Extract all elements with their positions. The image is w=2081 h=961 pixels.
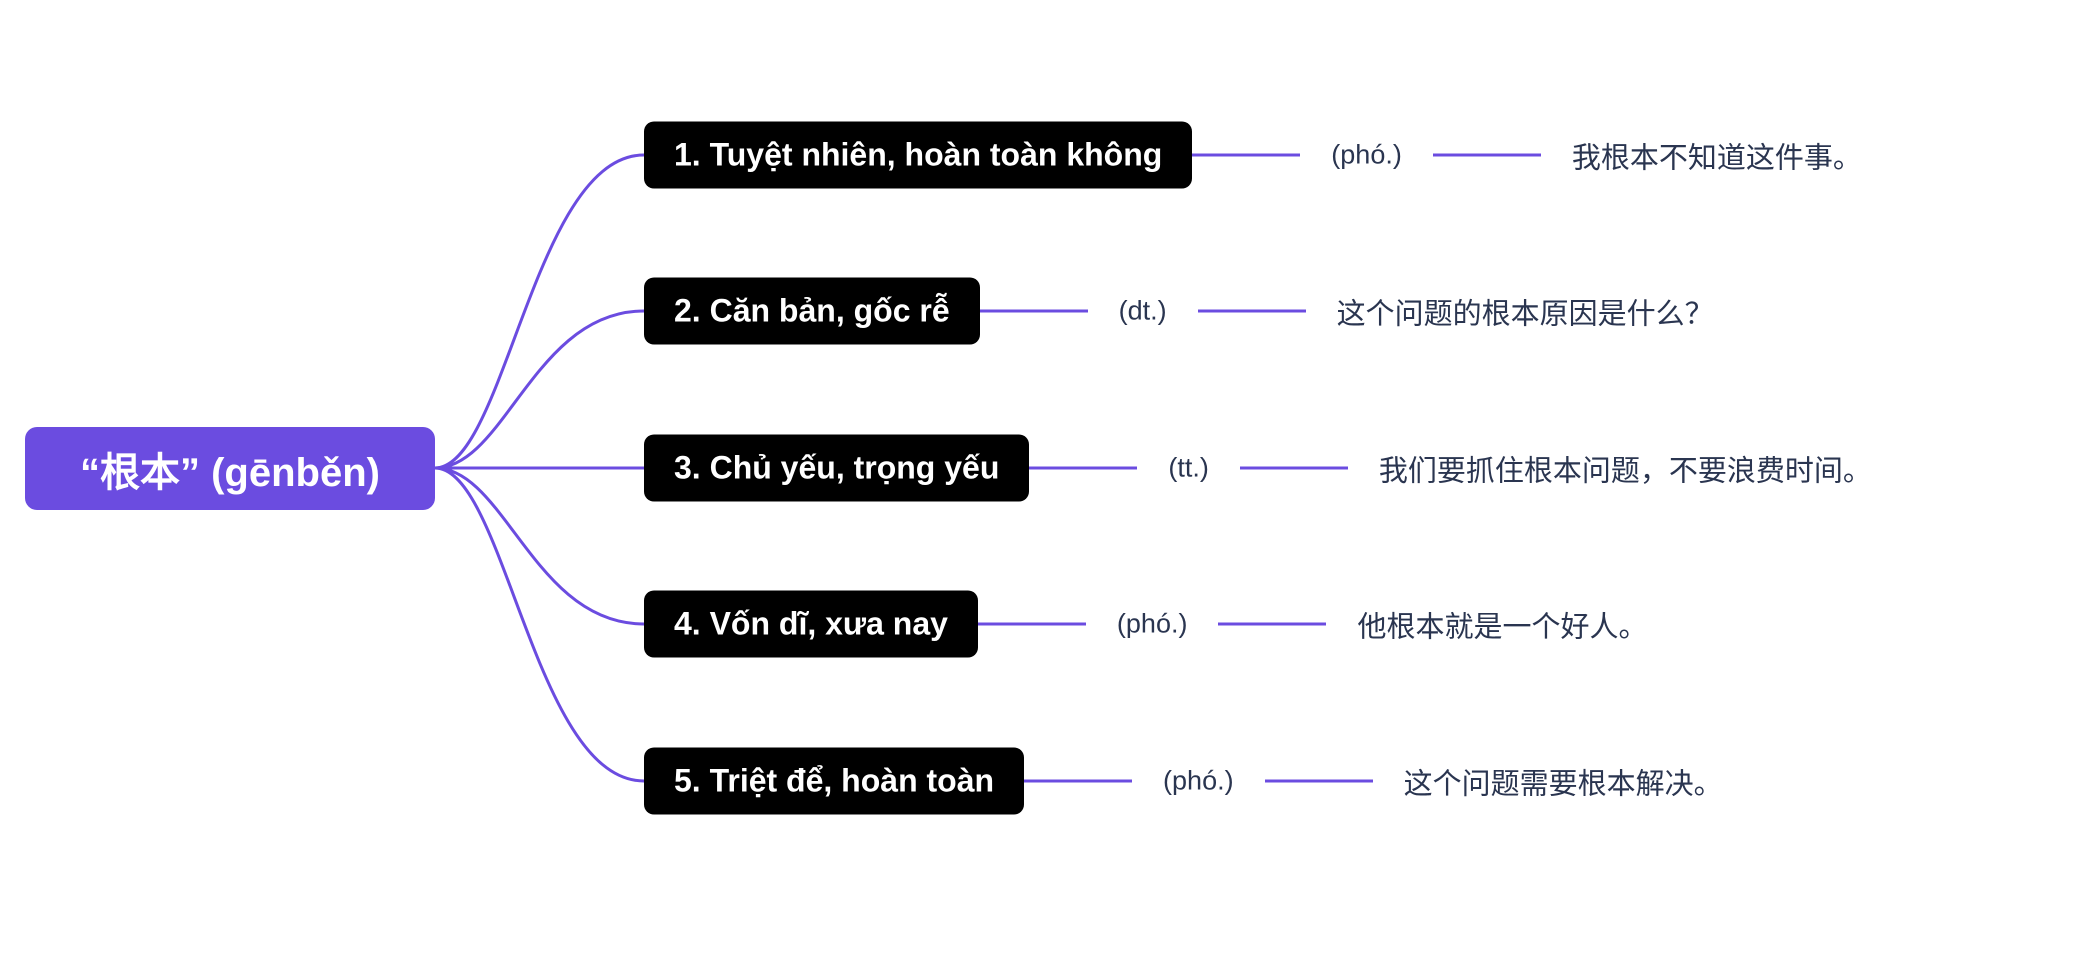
connector [1239,466,1348,470]
part-of-speech: (phó.) [1163,765,1234,796]
connector [1432,153,1541,157]
example-sentence: 我根本不知道这件事。 [1571,142,1862,174]
example-sentence: 我们要抓住根本问题，不要浪费时间。 [1378,455,1872,487]
connector [1029,466,1138,470]
meaning-label: 1. Tuyệt nhiên, hoàn toàn không [674,136,1163,173]
branch-row: 5. Triệt để, hoàn toàn (phó.) 这个问题需要根本解决… [644,747,1723,815]
connector [1192,153,1301,157]
part-of-speech: (tt.) [1168,452,1209,483]
meaning-label: 4. Vốn dĩ, xưa nay [674,605,948,642]
branch-row: 3. Chủ yếu, trọng yếu (tt.) 我们要抓住根本问题，不要… [644,434,1872,502]
connector [1197,309,1306,313]
connector [979,309,1088,313]
meaning-label: 2. Căn bản, gốc rễ [674,292,950,329]
meaning-node[interactable]: 2. Căn bản, gốc rễ [644,277,980,345]
meaning-node[interactable]: 4. Vốn dĩ, xưa nay [644,590,978,658]
meaning-node[interactable]: 3. Chủ yếu, trọng yếu [644,434,1030,502]
branch-curve [434,466,645,783]
part-of-speech: (phó.) [1331,139,1402,170]
example-sentence: 这个问题的根本原因是什么？ [1336,298,1714,330]
branch-curve [434,153,645,470]
branch-row: 4. Vốn dĩ, xưa nay (phó.) 他根本就是一个好人。 [644,590,1648,658]
connector [1264,779,1373,783]
branch-row: 1. Tuyệt nhiên, hoàn toàn không (phó.) 我… [644,121,1862,189]
part-of-speech: (dt.) [1118,295,1167,326]
connector [1218,622,1327,626]
connector [1024,779,1133,783]
branch-curve [434,466,645,626]
part-of-speech: (phó.) [1116,608,1188,639]
meaning-label: 3. Chủ yếu, trọng yếu [674,449,1000,486]
example-sentence: 这个问题需要根本解决。 [1403,768,1723,800]
meaning-node[interactable]: 5. Triệt để, hoàn toàn [644,747,1025,815]
meaning-label: 5. Triệt để, hoàn toàn [674,762,995,799]
branch-row: 2. Căn bản, gốc rễ (dt.) 这个问题的根本原因是什么？ [644,277,1714,345]
root-label: “根本” (gēnběn) [80,450,380,495]
meaning-node[interactable]: 1. Tuyệt nhiên, hoàn toàn không [644,121,1193,189]
example-sentence: 他根本就是一个好人。 [1357,611,1648,643]
root-node[interactable]: “根本” (gēnběn) [25,427,435,510]
branch-curve [434,309,645,470]
connector [977,622,1086,626]
